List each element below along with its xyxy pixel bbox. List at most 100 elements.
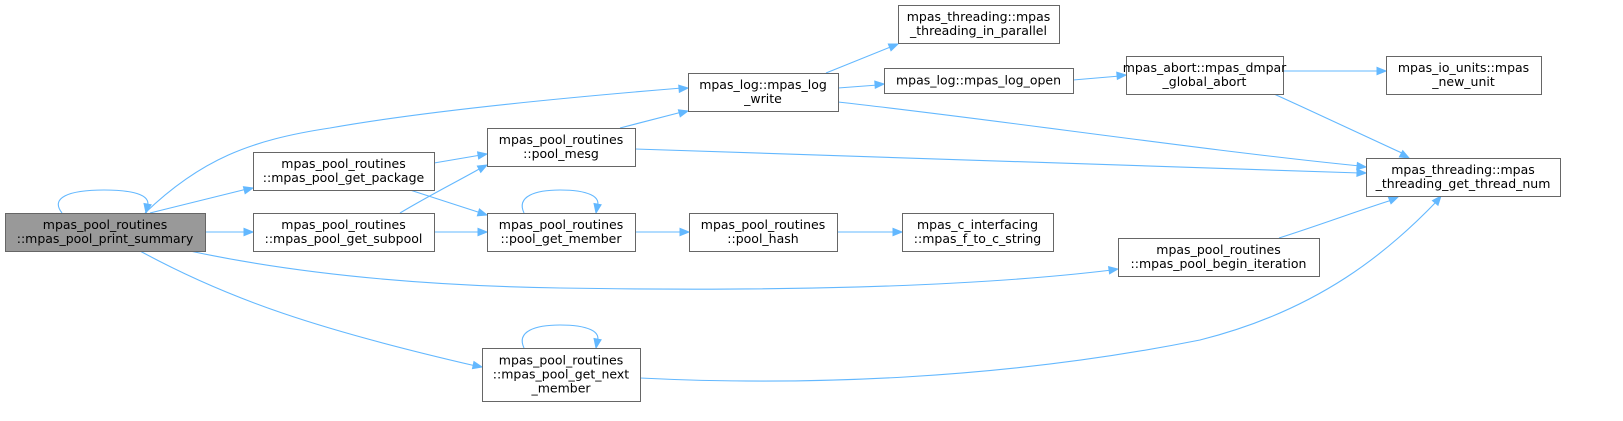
edge-line — [139, 250, 477, 367]
node-dmpar-abort[interactable]: mpas_abort::mpas_dmpar_global_abort — [1123, 56, 1287, 95]
node-label-line: ::mpas_pool_begin_iteration — [1131, 256, 1307, 271]
edge-print_summary-to-get_package — [149, 186, 255, 214]
node-label-line: mpas_pool_routines — [701, 217, 825, 232]
edge-line — [1278, 199, 1393, 239]
edges-layer — [57, 43, 1442, 382]
edge-line — [619, 111, 683, 129]
node-log-write[interactable]: mpas_log::mpas_log_write — [688, 73, 839, 112]
edge-arrowhead — [476, 208, 489, 217]
node-get-next-member[interactable]: mpas_pool_routines::mpas_pool_get_next_m… — [482, 348, 641, 402]
edge-log_open-to-dmpar_abort — [1072, 71, 1128, 81]
edge-arrowhead — [679, 227, 691, 237]
edge-arrowhead — [593, 202, 602, 215]
node-label-line: _threading_get_thread_num — [1375, 176, 1551, 191]
edge-arrowhead — [242, 186, 255, 195]
node-label-line: ::mpas_pool_get_subpool — [265, 231, 423, 246]
edge-print_summary-to-get_next_member — [139, 250, 484, 370]
edge-line — [57, 189, 149, 214]
nodes-layer: mpas_pool_routines::mpas_pool_print_summ… — [5, 5, 1561, 402]
node-box — [1386, 56, 1542, 95]
node-f-to-c[interactable]: mpas_c_interfacing::mpas_f_to_c_string — [902, 213, 1054, 252]
node-box — [487, 213, 636, 252]
node-label-line: mpas_io_units::mpas — [1398, 60, 1529, 75]
node-box — [5, 213, 206, 252]
edge-arrowhead — [678, 84, 690, 94]
edge-arrowhead — [677, 109, 690, 118]
node-new-unit[interactable]: mpas_io_units::mpas_new_unit — [1386, 56, 1542, 95]
edge-line — [433, 154, 482, 164]
node-begin-iteration[interactable]: mpas_pool_routines::mpas_pool_begin_iter… — [1118, 238, 1320, 277]
edge-line — [399, 167, 482, 214]
edge-arrowhead — [1356, 161, 1368, 171]
edge-pool_hash-to-f_to_c — [837, 227, 904, 237]
edge-arrowhead — [1376, 66, 1388, 76]
edge-pool_mesg-to-thread_num — [634, 148, 1368, 178]
edge-dmpar_abort-to-thread_num — [1273, 93, 1411, 159]
edge-get_package-to-get_member — [409, 189, 489, 217]
node-get-package[interactable]: mpas_pool_routines::mpas_pool_get_packag… — [253, 152, 435, 191]
edge-line — [837, 84, 879, 89]
node-label-line: mpas_log::mpas_log — [699, 77, 827, 92]
node-label-line: mpas_threading::mpas — [907, 9, 1051, 24]
node-label-line: _new_unit — [1431, 74, 1495, 89]
edge-arrowhead — [1356, 168, 1368, 178]
node-label-line: ::pool_hash — [727, 231, 798, 246]
edge-arrowhead — [887, 43, 900, 52]
edge-line — [144, 87, 683, 214]
edge-arrowhead — [476, 164, 489, 174]
node-in-parallel[interactable]: mpas_threading::mpas_threading_in_parall… — [898, 5, 1060, 44]
node-label-line: _threading_in_parallel — [909, 23, 1047, 38]
edge-arrowhead — [892, 227, 904, 237]
edge-begin_iteration-to-thread_num — [1278, 196, 1400, 239]
edge-arrowhead — [1116, 71, 1128, 81]
node-label-line: mpas_pool_routines — [1156, 242, 1280, 257]
edge-get_next_member-to-get_next_member — [521, 324, 602, 350]
edge-pool_mesg-to-log_write — [619, 109, 690, 129]
node-box — [253, 152, 435, 191]
node-label-line: mpas_pool_routines — [43, 217, 167, 232]
edge-arrowhead — [243, 227, 255, 237]
edge-dmpar_abort-to-new_unit — [1283, 66, 1388, 76]
edge-get_subpool-to-pool_mesg — [399, 164, 489, 214]
edge-line — [639, 200, 1438, 382]
edge-line — [409, 189, 482, 214]
node-box — [1126, 56, 1284, 95]
node-label-line: mpas_log::mpas_log_open — [896, 73, 1061, 88]
edge-line — [1273, 93, 1405, 155]
node-pool-hash[interactable]: mpas_pool_routines::pool_hash — [689, 213, 838, 252]
edge-line — [837, 101, 1361, 167]
node-label-line: ::mpas_pool_print_summary — [17, 231, 194, 246]
edge-log_write-to-thread_num — [837, 101, 1368, 171]
node-box — [487, 128, 636, 167]
node-thread-num[interactable]: mpas_threading::mpas_threading_get_threa… — [1366, 158, 1561, 197]
node-box — [253, 213, 435, 252]
node-box — [1118, 238, 1320, 277]
node-get-member[interactable]: mpas_pool_routines::pool_get_member — [487, 213, 636, 252]
node-label-line: mpas_c_interfacing — [917, 217, 1038, 232]
edge-line — [825, 45, 894, 74]
node-pool-mesg[interactable]: mpas_pool_routines::pool_mesg — [487, 128, 636, 167]
edge-arrowhead — [476, 151, 489, 160]
edge-print_summary-to-print_summary — [57, 189, 152, 215]
node-get-subpool[interactable]: mpas_pool_routines::mpas_pool_get_subpoo… — [253, 213, 435, 252]
edge-arrowhead — [1387, 196, 1400, 205]
node-label-line: _member — [530, 381, 591, 396]
node-box — [902, 213, 1054, 252]
edge-print_summary-to-get_subpool — [205, 227, 255, 237]
node-box — [482, 348, 641, 402]
node-box — [689, 213, 838, 252]
edge-arrowhead — [1431, 194, 1442, 207]
node-label-line: _write — [743, 91, 782, 106]
node-label-line: ::mpas_pool_get_next — [493, 367, 629, 382]
node-label-line: mpas_abort::mpas_dmpar — [1123, 60, 1287, 75]
edge-line — [521, 324, 599, 349]
edge-line — [521, 189, 599, 214]
edge-line — [149, 188, 248, 214]
edge-arrowhead — [593, 337, 602, 350]
edge-arrowhead — [1107, 266, 1120, 275]
node-label-line: mpas_pool_routines — [281, 156, 405, 171]
node-label-line: _global_abort — [1162, 74, 1247, 89]
edge-log_write-to-log_open — [837, 80, 886, 89]
node-log-open[interactable]: mpas_log::mpas_log_open — [884, 68, 1074, 94]
